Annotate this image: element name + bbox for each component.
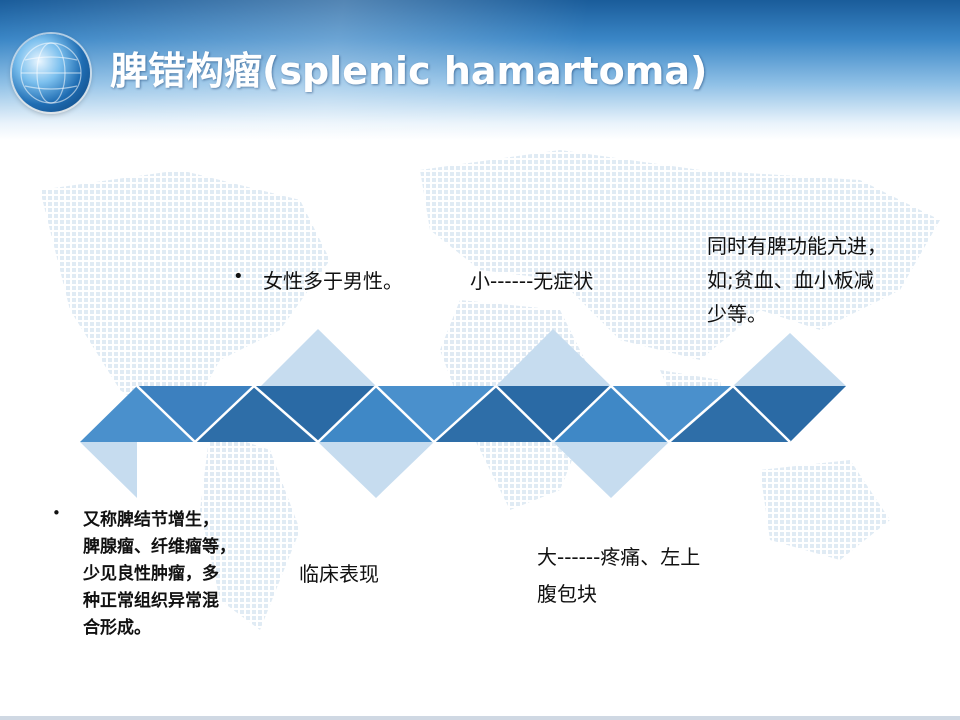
definition-line-2: 脾腺瘤、纤维瘤等， bbox=[83, 537, 236, 557]
bottom-divider bbox=[0, 716, 960, 720]
ribbon-tri-9 bbox=[553, 386, 669, 442]
ribbon-tri-4 bbox=[254, 386, 376, 442]
large-line-1: 大------疼痛、左上 bbox=[537, 545, 701, 569]
gender-note: 女性多于男性。 bbox=[263, 269, 403, 293]
bullet-dot-icon: • bbox=[52, 504, 61, 522]
definition-line-1: 又称脾结节增生， bbox=[83, 510, 219, 530]
hypersplenism-line-2: 如;贫血、血小板减 bbox=[707, 268, 874, 292]
ribbon-tri-6 bbox=[376, 386, 496, 442]
header-highlight bbox=[0, 0, 960, 140]
ribbon-tri-10 bbox=[611, 386, 733, 442]
ribbon-tri-2 bbox=[137, 386, 254, 442]
ribbon-tri-8 bbox=[496, 386, 611, 442]
ribbon-tri-5 bbox=[318, 386, 434, 442]
ribbon-tri-7 bbox=[434, 386, 553, 442]
ribbon-tri-3 bbox=[195, 386, 318, 442]
definition-line-5: 合形成。 bbox=[83, 618, 151, 638]
header-band bbox=[0, 0, 960, 140]
globe-grid-icon bbox=[20, 42, 82, 104]
ribbon-separators bbox=[136, 385, 791, 443]
light-triangle-1 bbox=[80, 442, 137, 498]
large-line-2: 腹包块 bbox=[537, 582, 597, 606]
ribbon-tri-11 bbox=[669, 386, 790, 442]
ribbon-tri-12 bbox=[733, 386, 846, 442]
definition-line-3: 少见良性肿瘤，多 bbox=[83, 564, 219, 584]
ribbon-tri-1 bbox=[80, 386, 195, 442]
hypersplenism-line-1: 同时有脾功能亢进， bbox=[707, 234, 887, 258]
hypersplenism-line-3: 少等。 bbox=[707, 302, 767, 326]
clinical-label: 临床表现 bbox=[299, 562, 379, 586]
definition-line-4: 种正常组织异常混 bbox=[83, 591, 219, 611]
page-title: 脾错构瘤(splenic hamartoma) bbox=[110, 49, 708, 93]
globe-logo-icon bbox=[12, 34, 90, 112]
bullet-dot-icon: • bbox=[233, 266, 244, 287]
small-size-label: 小------无症状 bbox=[470, 269, 594, 293]
